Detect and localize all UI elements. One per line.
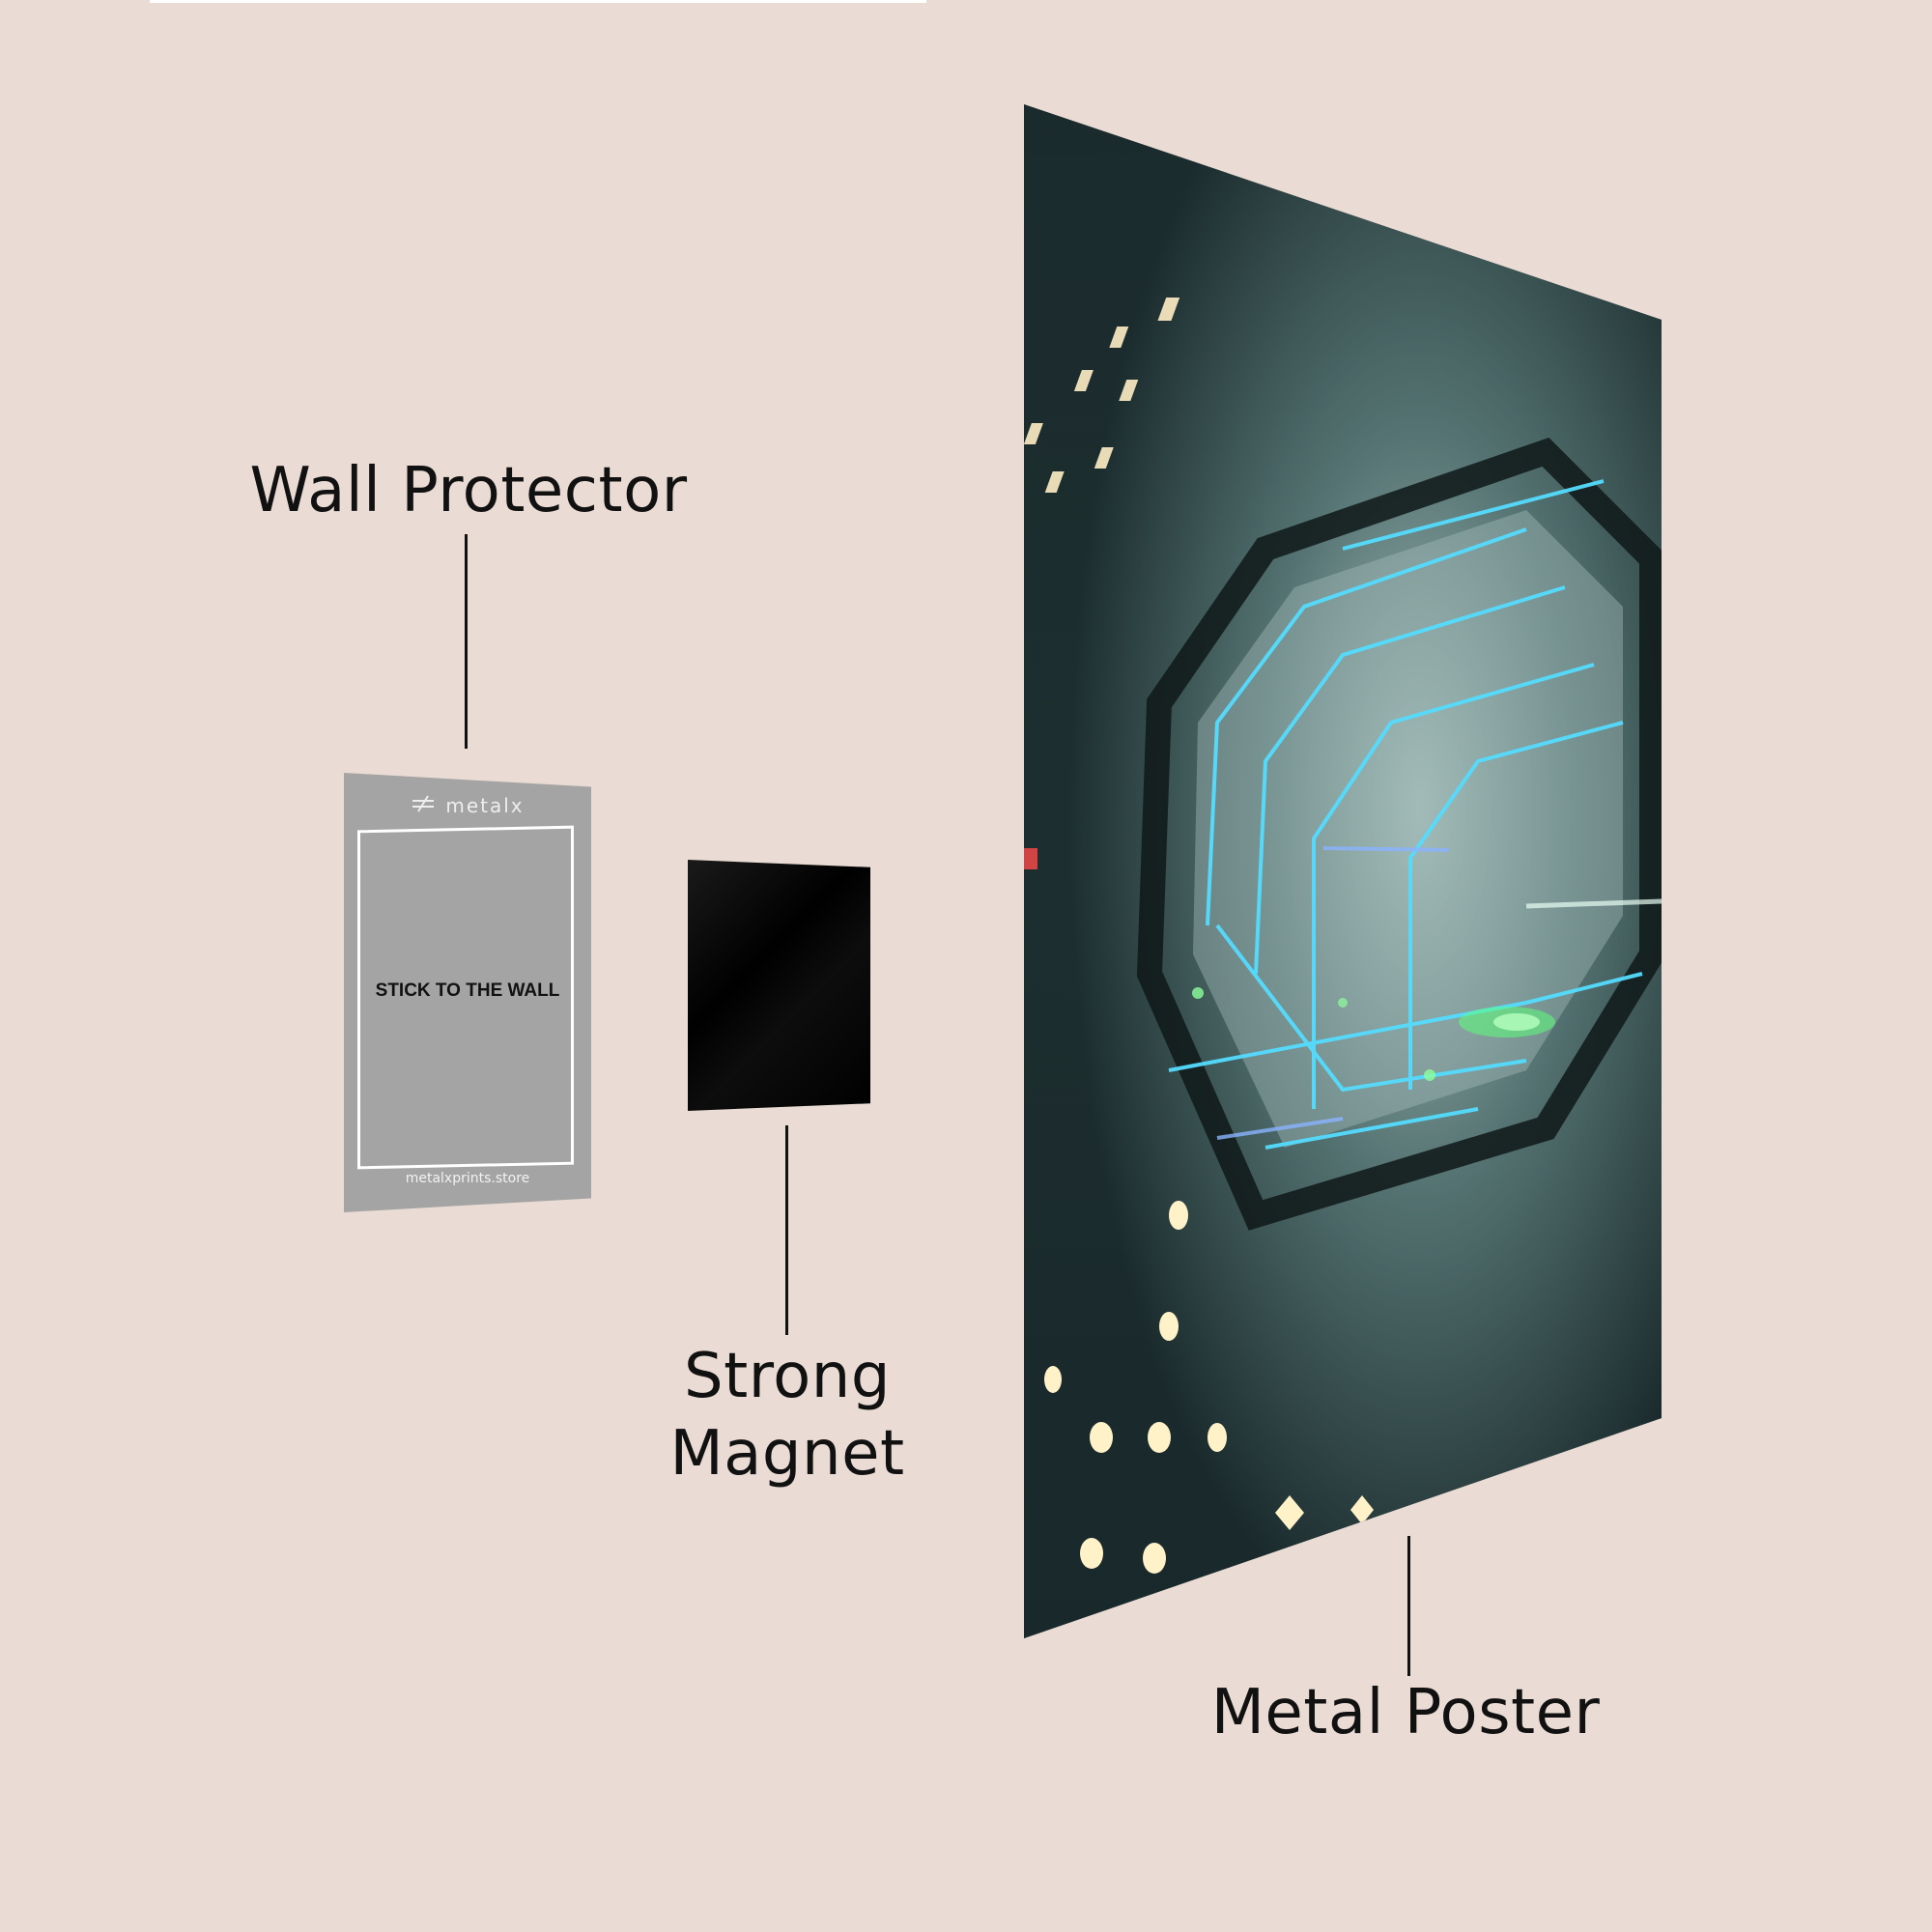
metal-poster <box>1024 104 1662 1638</box>
protector-brand: metalx <box>344 794 591 817</box>
wall-protector: metalx STICK TO THE WALL metalxprints.st… <box>344 773 591 1212</box>
protector-website: metalxprints.store <box>405 1171 530 1186</box>
metalx-logo-icon <box>411 794 436 817</box>
protector-brand-name: metalx <box>445 794 525 817</box>
strong-magnet-leader-line <box>785 1125 788 1335</box>
wall-protector-label: Wall Protector <box>249 455 688 526</box>
strong-magnet-label: Strong Magnet <box>618 1338 956 1492</box>
protector-instruction: STICK TO THE WALL <box>375 980 560 1001</box>
top-strip <box>150 0 926 3</box>
strong-magnet-label-line1: Strong <box>684 1341 891 1412</box>
metal-poster-leader-line <box>1407 1536 1410 1676</box>
metal-poster-label: Metal Poster <box>1210 1677 1601 1748</box>
wall-protector-leader-line <box>465 534 468 749</box>
strong-magnet <box>688 860 870 1111</box>
strong-magnet-label-line2: Magnet <box>669 1418 905 1490</box>
